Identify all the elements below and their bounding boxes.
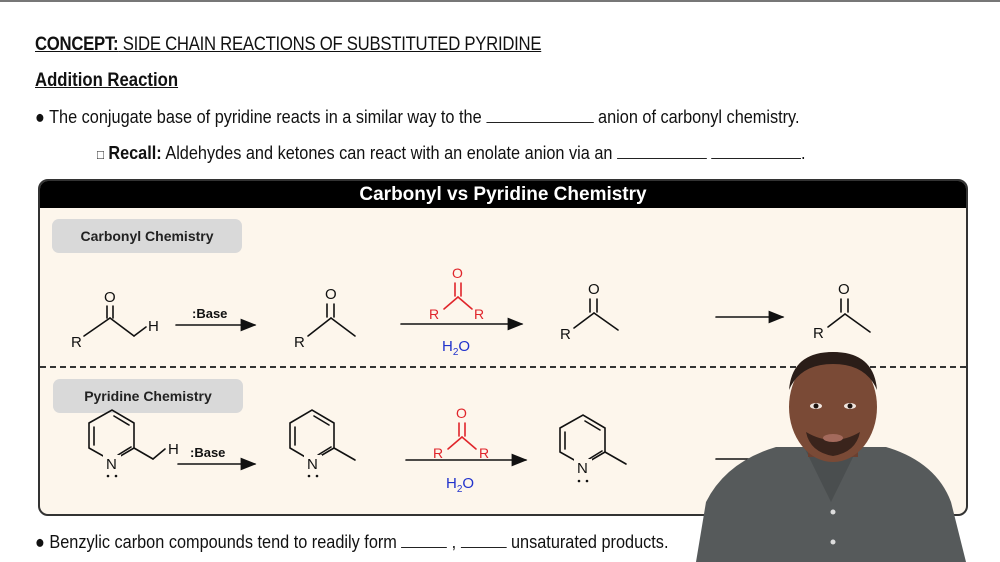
svg-text:R: R	[429, 306, 439, 322]
recall-item: □Recall: Aldehydes and ketones can react…	[97, 142, 806, 163]
ketone-reagent-red	[443, 282, 473, 310]
recall-label: Recall:	[108, 142, 162, 163]
final-ketone	[827, 298, 871, 333]
pyridyl-anion-structure	[289, 409, 356, 462]
svg-text::Base: :Base	[192, 306, 227, 321]
svg-text:O: O	[838, 281, 850, 298]
svg-text:N: N	[106, 456, 117, 473]
svg-text:R: R	[433, 445, 443, 461]
comparison-panel: Carbonyl vs Pyridine Chemistry Carbonyl …	[38, 179, 968, 516]
svg-text:R: R	[294, 334, 305, 351]
presenter-video-overlay	[696, 352, 966, 562]
bullet-icon: ●	[35, 106, 45, 127]
svg-text:R: R	[479, 445, 489, 461]
enolate-structure	[307, 303, 356, 337]
pyridine-chemistry-tag: Pyridine Chemistry	[53, 379, 243, 413]
svg-text:O: O	[104, 289, 116, 306]
svg-text:N: N	[307, 456, 318, 473]
top-border	[0, 0, 1000, 2]
fill-blank[interactable]	[401, 531, 448, 548]
water-label-2: H2O	[446, 475, 474, 495]
svg-text:H: H	[148, 318, 159, 335]
product-pyridine	[559, 414, 627, 466]
panel-title: Carbonyl vs Pyridine Chemistry	[40, 181, 966, 208]
section-title: Addition Reaction	[35, 70, 179, 91]
fill-blank[interactable]	[486, 106, 594, 123]
svg-text:R: R	[813, 325, 824, 342]
bullet-benzylic: ● Benzylic carbon compounds tend to read…	[35, 531, 669, 552]
concept-title: CONCEPT: SIDE CHAIN REACTIONS OF SUBSTIT…	[35, 34, 542, 56]
svg-text:O: O	[588, 281, 600, 298]
fill-blank[interactable]	[711, 142, 802, 159]
aldehyde-structure	[83, 305, 147, 337]
svg-text:R: R	[71, 334, 82, 351]
svg-text:R: R	[474, 306, 484, 322]
svg-text:R: R	[560, 326, 571, 343]
svg-text:H: H	[168, 441, 179, 458]
concept-text: SIDE CHAIN REACTIONS OF SUBSTITUTED PYRI…	[118, 34, 542, 55]
ketone-reagent-red-2	[447, 422, 477, 450]
concept-label: CONCEPT:	[35, 34, 119, 55]
methylpyridine-structure	[88, 409, 166, 462]
water-label: H2O	[442, 338, 470, 358]
product-ketone	[573, 298, 619, 331]
carbonyl-chemistry-tag: Carbonyl Chemistry	[52, 219, 242, 253]
fill-blank[interactable]	[616, 142, 707, 159]
svg-text:N: N	[577, 460, 588, 477]
svg-text::Base: :Base	[190, 445, 225, 460]
svg-text:O: O	[452, 265, 463, 281]
bullet-conjugate-base: ● The conjugate base of pyridine reacts …	[35, 106, 800, 127]
svg-text:O: O	[456, 405, 467, 421]
fill-blank[interactable]	[460, 531, 507, 548]
checkbox-icon: □	[97, 147, 104, 162]
section-divider	[40, 366, 966, 368]
svg-text:O: O	[325, 286, 337, 303]
bullet-icon: ●	[35, 531, 45, 552]
